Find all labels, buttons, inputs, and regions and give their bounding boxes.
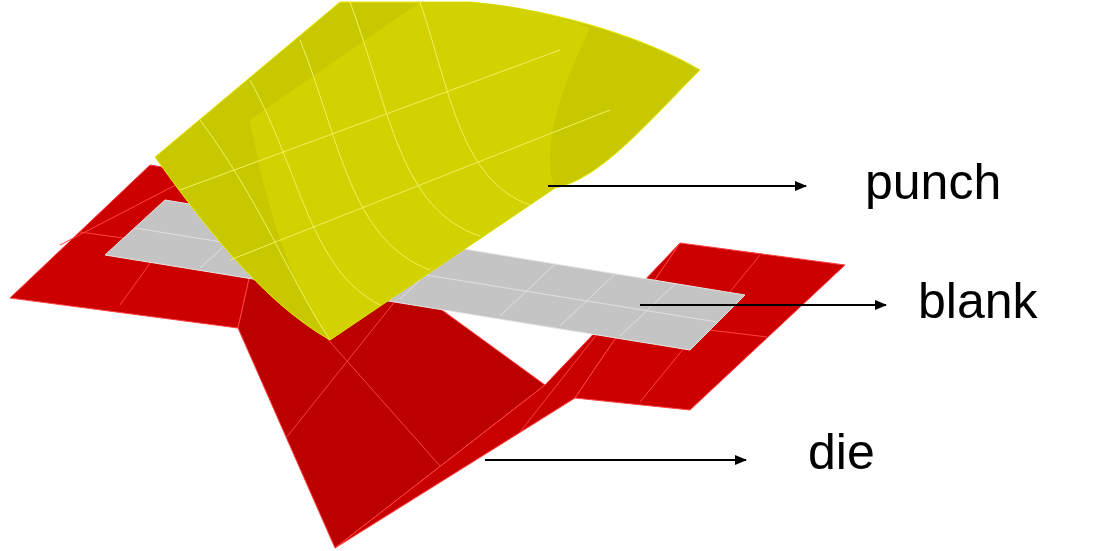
punch (155, 2, 700, 340)
part-label: blank (918, 276, 1038, 326)
part-label: punch (865, 157, 1001, 207)
leader-arrows (485, 186, 886, 460)
part-label: die (808, 427, 875, 477)
